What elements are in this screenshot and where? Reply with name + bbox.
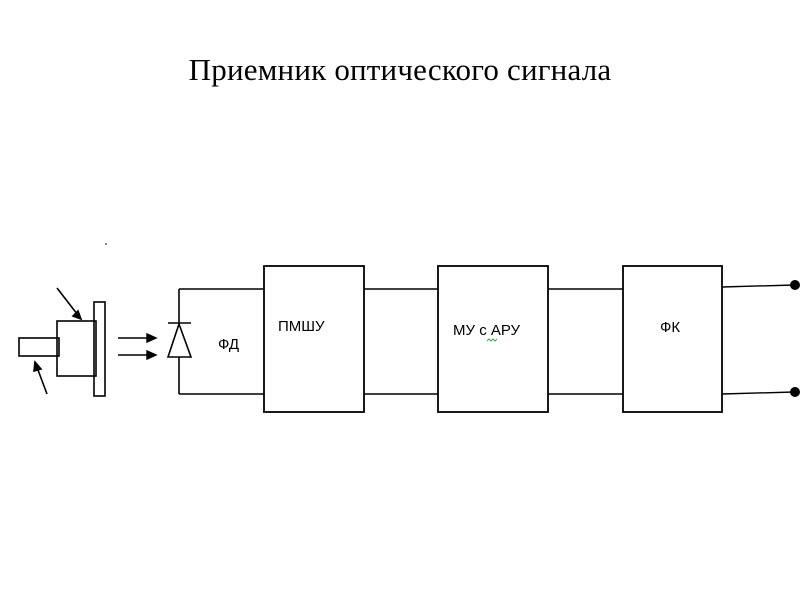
block-fk bbox=[622, 265, 723, 413]
photodiode-label: ФД bbox=[218, 336, 239, 353]
connector-body bbox=[56, 320, 97, 377]
block-pmshu bbox=[263, 265, 365, 413]
block-fk-label: ФК bbox=[660, 319, 680, 336]
photodiode-icon bbox=[166, 289, 193, 394]
stray-dot bbox=[105, 243, 107, 245]
light-arrow-lower-head bbox=[146, 349, 158, 361]
pointer-arrowhead-lower bbox=[33, 360, 43, 373]
pointer-arrowhead-upper bbox=[71, 309, 83, 321]
photodiode-triangle bbox=[166, 321, 193, 358]
block-mu-aru bbox=[437, 265, 549, 413]
light-arrow-upper-head bbox=[146, 332, 158, 344]
block-mu-aru-label: МУ с АРУ bbox=[453, 322, 521, 339]
signal-wires bbox=[179, 284, 795, 395]
wire-output-bottom bbox=[721, 391, 795, 395]
wire-output-top bbox=[721, 284, 795, 288]
connector-flange bbox=[93, 301, 106, 397]
slide-title: Приемник оптического сигнала bbox=[188, 52, 612, 87]
optical-connector-icon bbox=[18, 243, 107, 397]
block-pmshu-label: ПМШУ bbox=[278, 318, 325, 335]
fiber-ferrule bbox=[18, 337, 60, 357]
output-terminal-upper bbox=[790, 280, 800, 290]
light-arrows bbox=[118, 332, 158, 361]
output-terminal-lower bbox=[790, 387, 800, 397]
spellcheck-underline bbox=[486, 338, 498, 342]
